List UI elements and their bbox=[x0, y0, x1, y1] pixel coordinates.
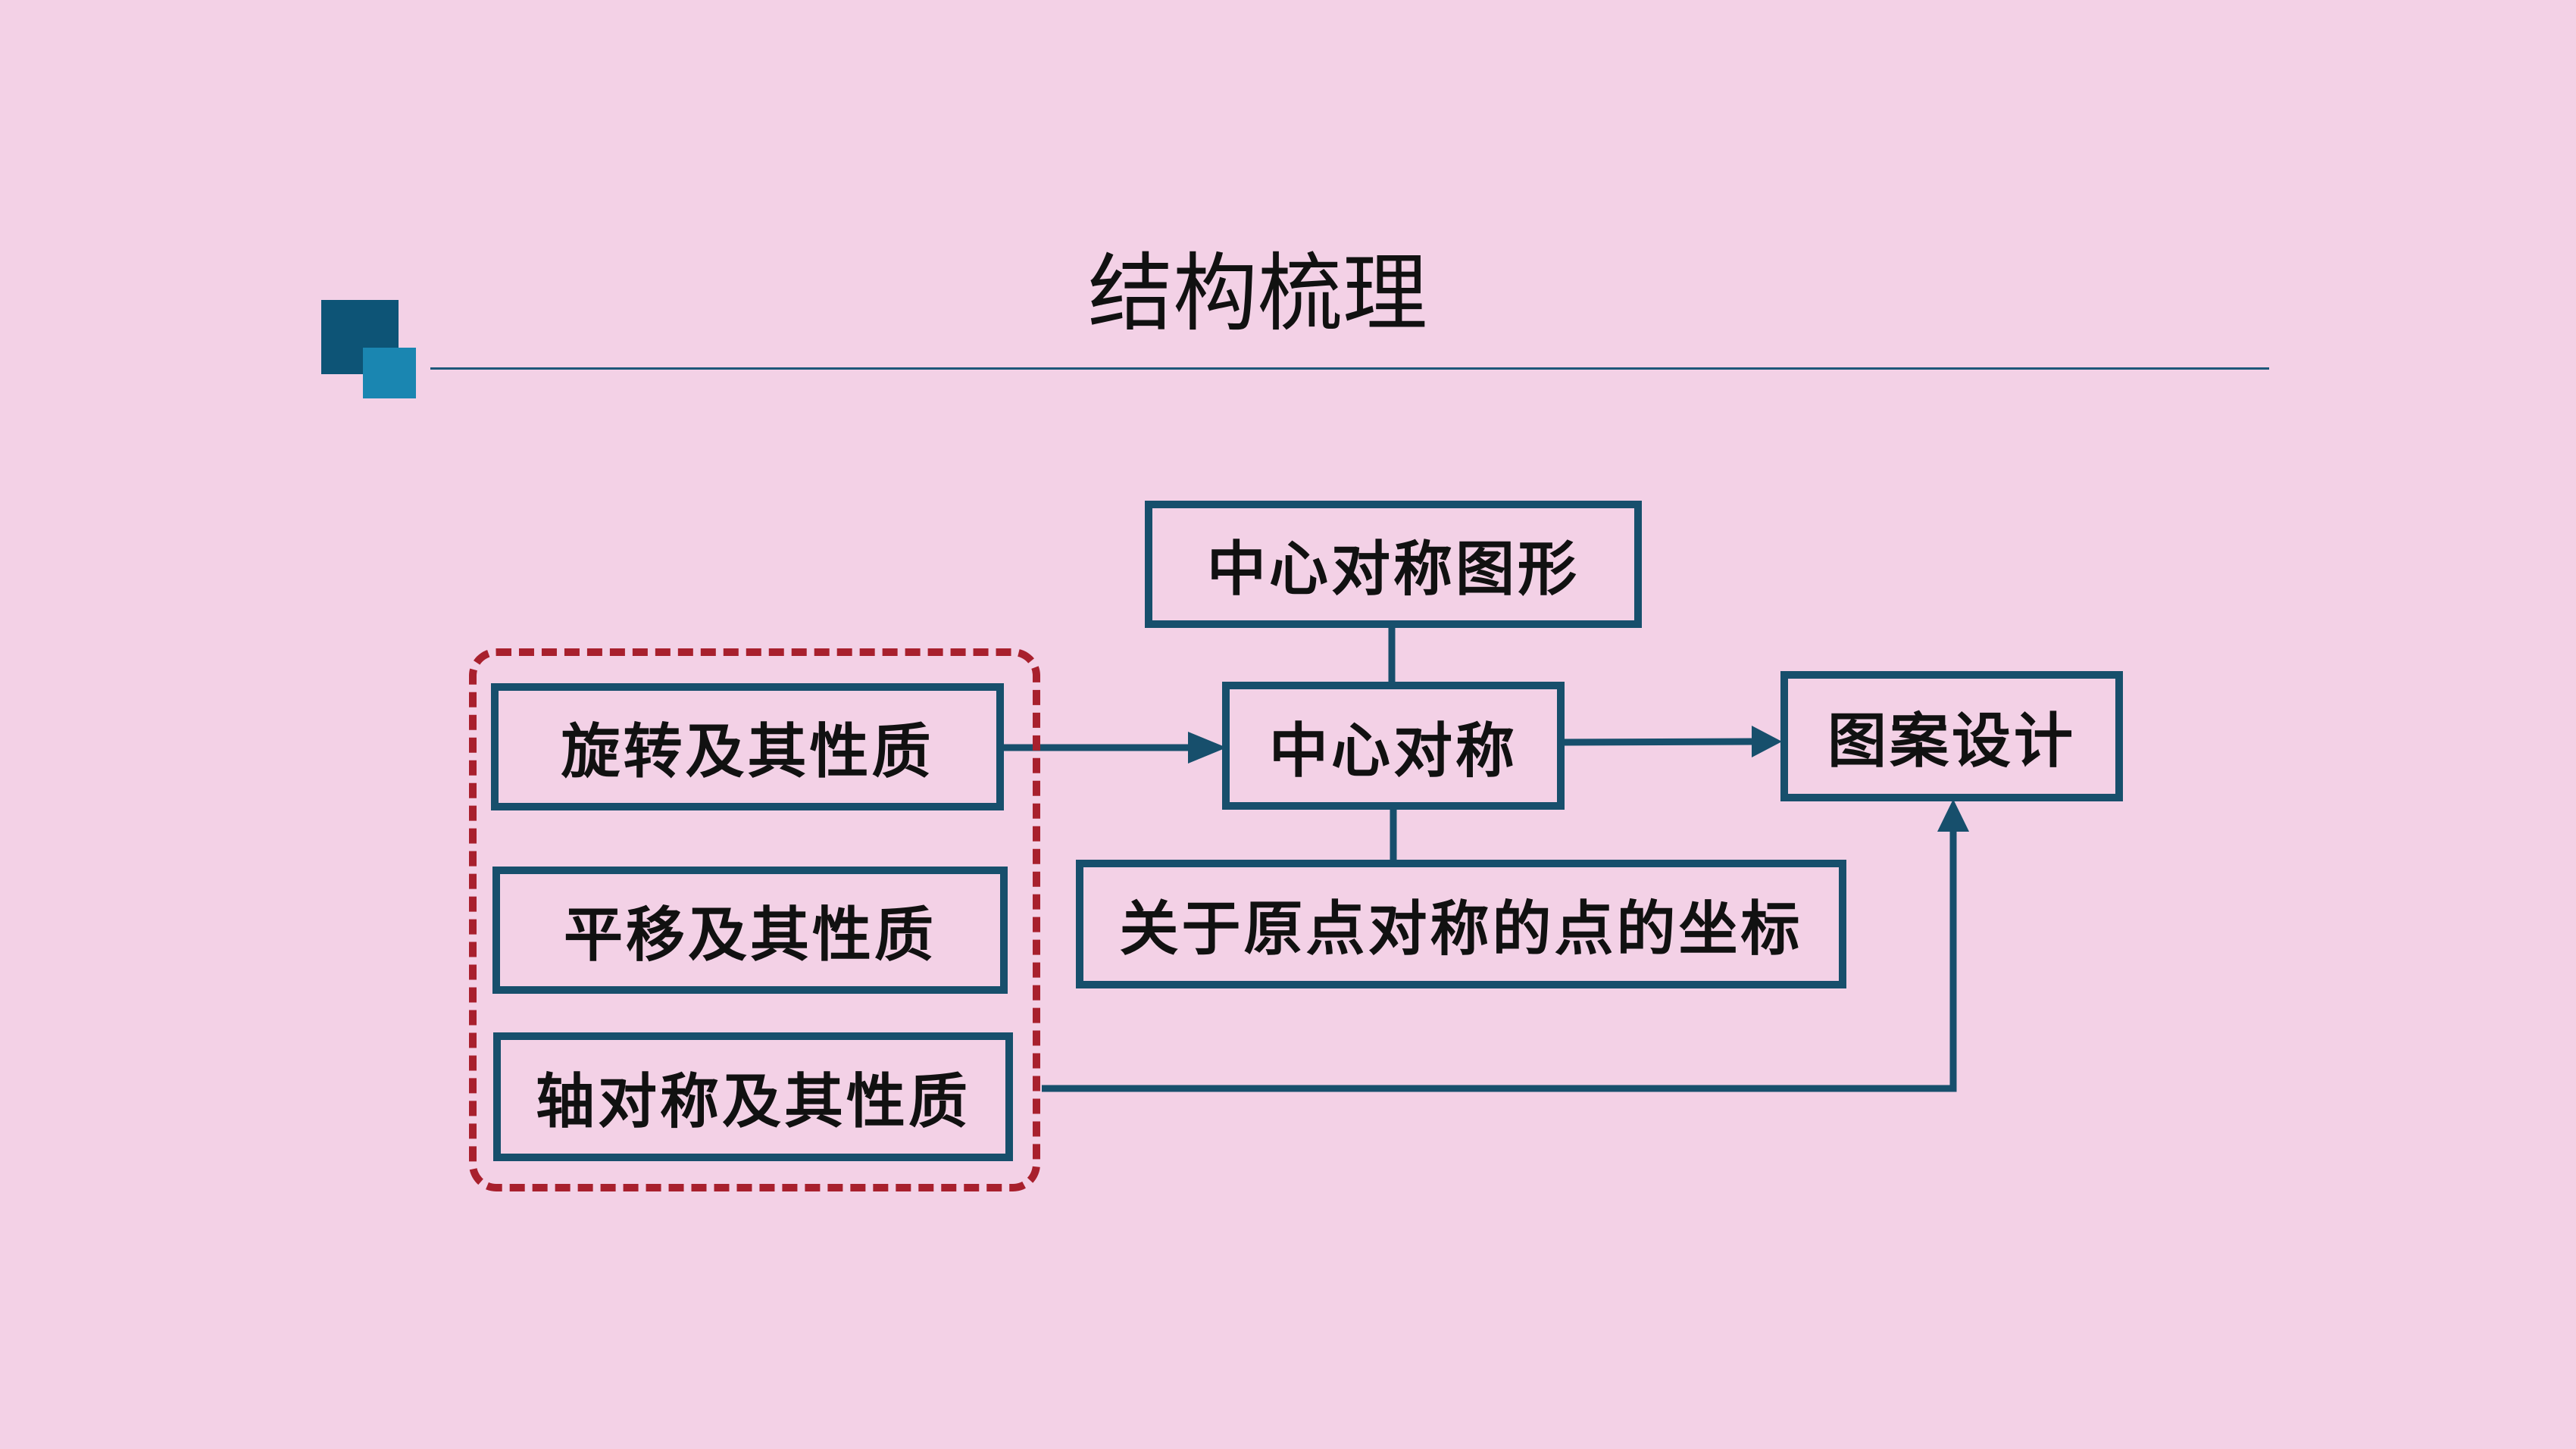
box-label: 旋转及其性质 bbox=[561, 717, 934, 786]
arrowhead-to-design bbox=[1752, 726, 1782, 757]
transformation-group-frame bbox=[469, 648, 1040, 1191]
box-pattern-design: 图案设计 bbox=[1780, 671, 2123, 801]
arrowhead-to-symmetry bbox=[1188, 732, 1227, 764]
box-label: 轴对称及其性质 bbox=[535, 1067, 971, 1136]
box-label: 平移及其性质 bbox=[563, 901, 936, 970]
box-rotation-properties: 旋转及其性质 bbox=[491, 683, 1004, 810]
box-axial-symmetry-properties: 轴对称及其性质 bbox=[493, 1032, 1013, 1161]
title-divider bbox=[430, 367, 2269, 370]
box-label: 关于原点对称的点的坐标 bbox=[1119, 895, 1803, 963]
box-origin-symmetric-coordinates: 关于原点对称的点的坐标 bbox=[1076, 860, 1846, 988]
box-translation-properties: 平移及其性质 bbox=[492, 867, 1008, 994]
box-label: 图案设计 bbox=[1827, 707, 2076, 776]
decorative-square-light bbox=[363, 348, 416, 398]
box-central-symmetric-figure: 中心对称图形 bbox=[1145, 501, 1642, 628]
box-central-symmetry: 中心对称 bbox=[1222, 682, 1565, 810]
box-label: 中心对称 bbox=[1268, 716, 1518, 785]
slide-title: 结构梳理 bbox=[1088, 245, 1427, 343]
box-label: 中心对称图形 bbox=[1206, 535, 1580, 604]
arrow-line-axial-to-design bbox=[1042, 832, 1957, 1092]
arrowhead-up-to-design bbox=[1937, 799, 1969, 832]
